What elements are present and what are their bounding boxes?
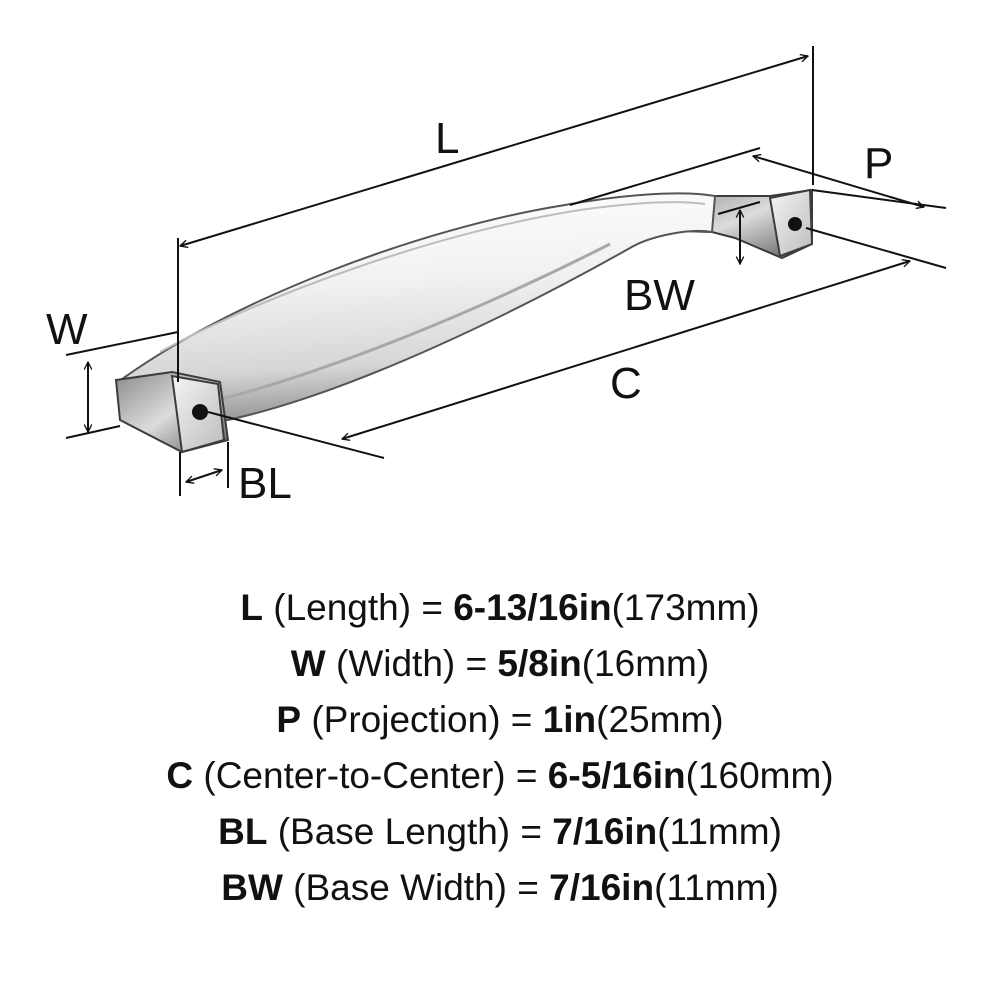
width-label: W <box>46 305 88 354</box>
spec-name: (Base Width) = <box>293 867 539 908</box>
projection-extension-top <box>569 147 761 206</box>
spec-imperial: 7/16in <box>549 867 655 908</box>
spec-length: L (Length) = 6-13/16in(173mm) <box>0 580 1000 636</box>
spec-abbr: BL <box>218 811 268 852</box>
base-width-label: BW <box>624 271 695 320</box>
spec-abbr: P <box>276 699 302 740</box>
spec-center-to-center: C (Center-to-Center) = 6-5/16in(160mm) <box>0 748 1000 804</box>
spec-metric: (160mm) <box>685 755 834 796</box>
spec-abbr: W <box>290 643 326 684</box>
length-dimension-line <box>180 56 808 246</box>
spec-name: (Base Length) = <box>277 811 543 852</box>
left-screw-hole <box>192 404 208 420</box>
center-extension-right <box>805 227 947 269</box>
spec-base-length: BL (Base Length) = 7/16in(11mm) <box>0 804 1000 860</box>
width-extension-top <box>65 331 179 356</box>
dimension-lines <box>65 46 947 496</box>
spec-imperial: 5/8in <box>497 643 582 684</box>
spec-imperial: 6-13/16in <box>453 587 612 628</box>
spec-imperial: 1in <box>542 699 597 740</box>
spec-metric: (25mm) <box>596 699 724 740</box>
center-extension-left <box>207 411 385 459</box>
spec-metric: (173mm) <box>611 587 760 628</box>
base-length-dimension-line <box>186 470 222 482</box>
spec-abbr: BW <box>221 867 283 908</box>
spec-abbr: C <box>166 755 194 796</box>
spec-metric: (16mm) <box>581 643 710 684</box>
center-dimension-line <box>342 261 910 439</box>
handle-dimension-diagram: L P BW C W BL <box>46 46 947 508</box>
projection-label: P <box>864 139 893 188</box>
spec-base-width: BW (Base Width) = 7/16in(11mm) <box>0 860 1000 916</box>
spec-width: W (Width) = 5/8in(16mm) <box>0 636 1000 692</box>
spec-abbr: L <box>240 587 263 628</box>
spec-metric: (11mm) <box>654 867 779 908</box>
spec-name: (Length) = <box>273 587 443 628</box>
spec-imperial: 6-5/16in <box>547 755 686 796</box>
base-length-label: BL <box>238 459 292 508</box>
spec-metric: (11mm) <box>657 811 782 852</box>
projection-dimension-line <box>753 156 924 207</box>
spec-imperial: 7/16in <box>552 811 658 852</box>
spec-name: (Center-to-Center) = <box>203 755 538 796</box>
center-to-center-label: C <box>610 359 642 408</box>
dimension-spec-list: L (Length) = 6-13/16in(173mm) W (Width) … <box>0 580 1000 916</box>
right-screw-hole <box>788 217 802 231</box>
spec-name: (Projection) = <box>311 699 533 740</box>
cabinet-pull-handle <box>114 188 814 454</box>
width-extension-bottom <box>65 425 121 439</box>
length-label: L <box>435 114 459 163</box>
base-width-extension-top <box>717 201 761 215</box>
spec-projection: P (Projection) = 1in(25mm) <box>0 692 1000 748</box>
spec-name: (Width) = <box>336 643 488 684</box>
